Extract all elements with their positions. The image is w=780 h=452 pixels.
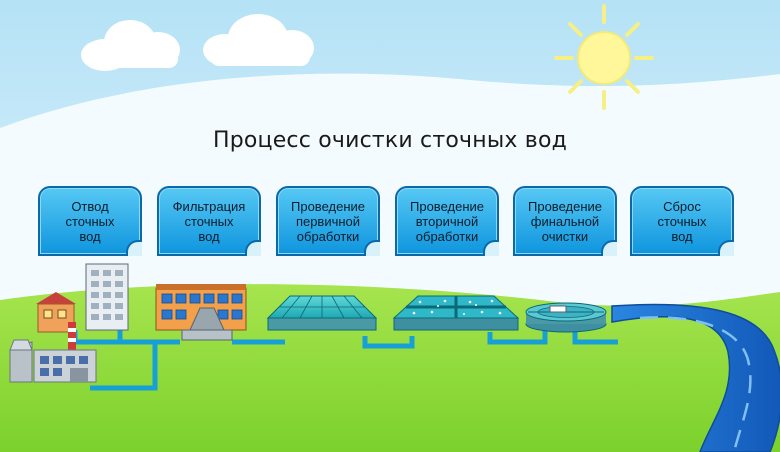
cloud-icon bbox=[81, 20, 180, 71]
final-clarifier bbox=[525, 302, 607, 333]
step-box-primary-treatment: Проведение первичной обработки bbox=[276, 186, 380, 256]
step-label: Отвод сточных вод bbox=[65, 198, 115, 244]
factory-icon bbox=[9, 322, 97, 383]
folded-corner bbox=[364, 240, 380, 256]
step-box-wastewater-discharge: Отвод сточных вод bbox=[38, 186, 142, 256]
river-highlight bbox=[639, 316, 752, 452]
filtration-building bbox=[155, 284, 247, 341]
sun-icon bbox=[554, 4, 654, 110]
secondary-tank bbox=[392, 295, 520, 331]
folded-corner bbox=[483, 240, 499, 256]
step-label: Сброс сточных вод bbox=[657, 198, 707, 244]
folded-corner bbox=[718, 240, 734, 256]
step-label: Проведение финальной очистки bbox=[528, 198, 602, 244]
folded-corner bbox=[601, 240, 617, 256]
primary-tank bbox=[266, 295, 378, 331]
step-box-release: Сброс сточных вод bbox=[630, 186, 734, 256]
step-box-secondary-treatment: Проведение вторичной обработки bbox=[395, 186, 499, 256]
apartment-building bbox=[85, 263, 129, 331]
step-box-final-cleaning: Проведение финальной очистки bbox=[513, 186, 617, 256]
step-box-filtration: Фильтрация сточных вод bbox=[157, 186, 261, 256]
cloud-icon bbox=[203, 14, 314, 66]
step-label: Проведение вторичной обработки bbox=[410, 198, 484, 244]
diagram-title: Процесс очистки сточных вод bbox=[212, 128, 568, 153]
folded-corner bbox=[126, 240, 142, 256]
step-label: Проведение первичной обработки bbox=[291, 198, 365, 244]
folded-corner bbox=[245, 240, 261, 256]
step-label: Фильтрация сточных вод bbox=[172, 198, 246, 244]
